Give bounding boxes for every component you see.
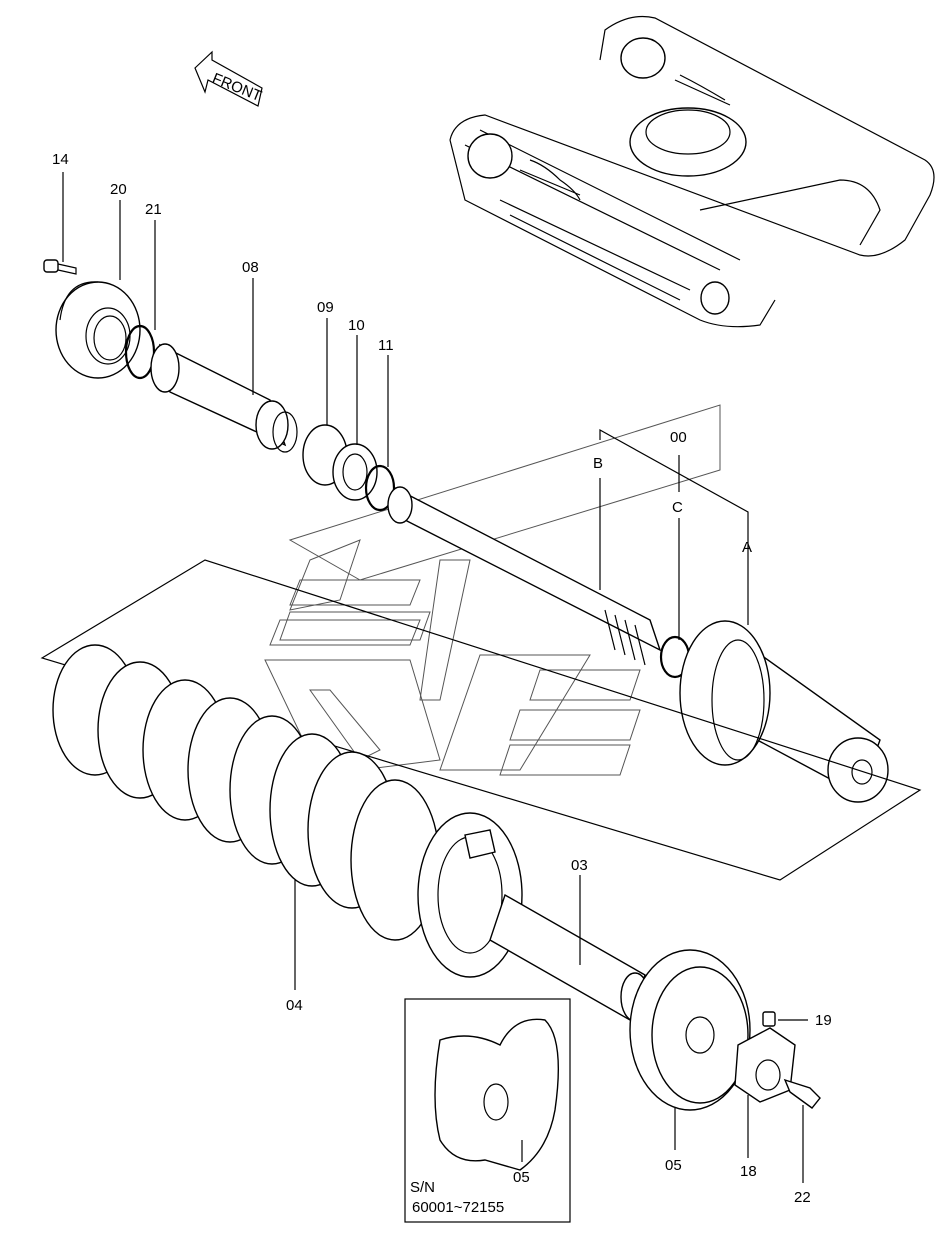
label-c: C [672,499,683,516]
leader-lines [62,172,808,1183]
track-frame-illustration [449,15,935,328]
part-20-flange [55,281,141,379]
rod-assembly [387,486,691,679]
label-19: 19 [815,1012,832,1029]
spring-group-outline [40,559,922,881]
part-05-bracket [629,949,751,1111]
assembly-bracket [599,428,749,640]
part-14-bolt [43,259,77,275]
front-label: FRONT [210,70,264,105]
part-04-spring [52,644,523,978]
label-05-inset: 05 [513,1169,530,1186]
part-11-snapring [364,464,396,512]
label-21: 21 [145,201,162,218]
serial-range: 60001~72155 [412,1199,504,1216]
part-19-plug [762,1011,776,1027]
label-00: 00 [670,429,687,446]
label-04: 04 [286,997,303,1014]
label-08: 08 [242,259,259,276]
serial-label: S/N [410,1179,435,1196]
part-08-sleeve [150,343,298,453]
label-10: 10 [348,317,365,334]
label-11: 11 [378,337,394,354]
label-05: 05 [665,1157,682,1174]
watermark-logo [264,404,721,776]
label-22: 22 [794,1189,811,1206]
label-14: 14 [52,151,69,168]
part-a-cylinder [679,620,889,803]
label-03: 03 [571,857,588,874]
label-09: 09 [317,299,334,316]
label-20: 20 [110,181,127,198]
label-b: B [593,455,603,472]
label-18: 18 [740,1163,757,1180]
serial-inset-box [404,998,571,1223]
front-arrow-icon: FRONT [194,50,264,107]
part-22-nipple [783,1078,821,1109]
label-a: A [742,539,752,556]
